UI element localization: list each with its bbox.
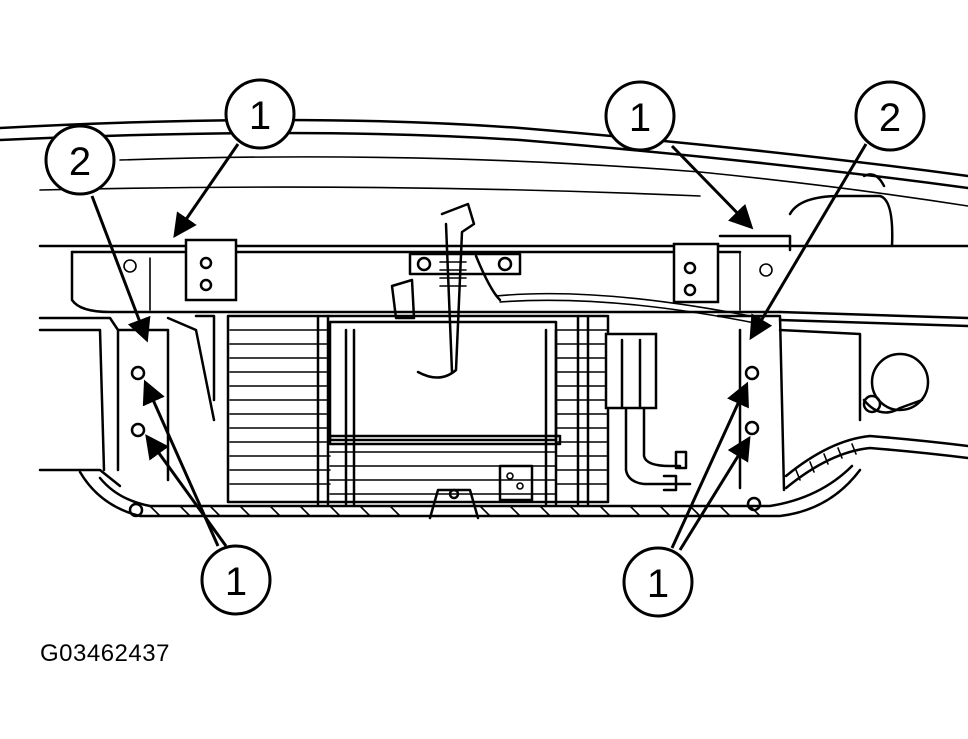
callout-1-top-right: 1 — [604, 80, 676, 152]
hood-outline — [0, 118, 968, 207]
leader-1-top-left — [173, 143, 240, 238]
left-bracket — [184, 238, 238, 302]
callout-2-left: 2 — [44, 124, 116, 196]
callout-label: 2 — [879, 96, 901, 140]
callout-label: 1 — [647, 562, 669, 606]
callout-label: 2 — [69, 140, 91, 184]
callout-1-bottom-left: 1 — [200, 544, 272, 616]
callout-1-top-left: 1 — [224, 78, 296, 150]
right-side-panel — [716, 314, 968, 492]
leader-1-bottom-right-a — [670, 381, 749, 549]
leader-1-bottom-right-b — [678, 435, 751, 551]
callout-1-bottom-right: 1 — [622, 546, 694, 618]
lower-bumper — [78, 464, 862, 520]
radiator-core — [226, 314, 610, 506]
callout-label: 1 — [629, 96, 651, 140]
callout-2-right: 2 — [854, 80, 926, 152]
coolant-reservoir — [718, 173, 894, 252]
receiver-drier — [604, 332, 692, 492]
figure-id: G03462437 — [40, 640, 170, 667]
leader-2-right — [749, 143, 868, 341]
callout-label: 1 — [249, 94, 271, 138]
right-bracket — [672, 242, 720, 304]
left-side-panel — [38, 314, 216, 488]
leader-1-bottom-left-b — [145, 434, 228, 547]
leader-2-left — [90, 195, 151, 343]
upper-crossmember — [38, 244, 968, 320]
leader-1-top-right — [670, 144, 754, 230]
leader-lines — [90, 143, 868, 551]
callout-label: 1 — [225, 560, 247, 604]
